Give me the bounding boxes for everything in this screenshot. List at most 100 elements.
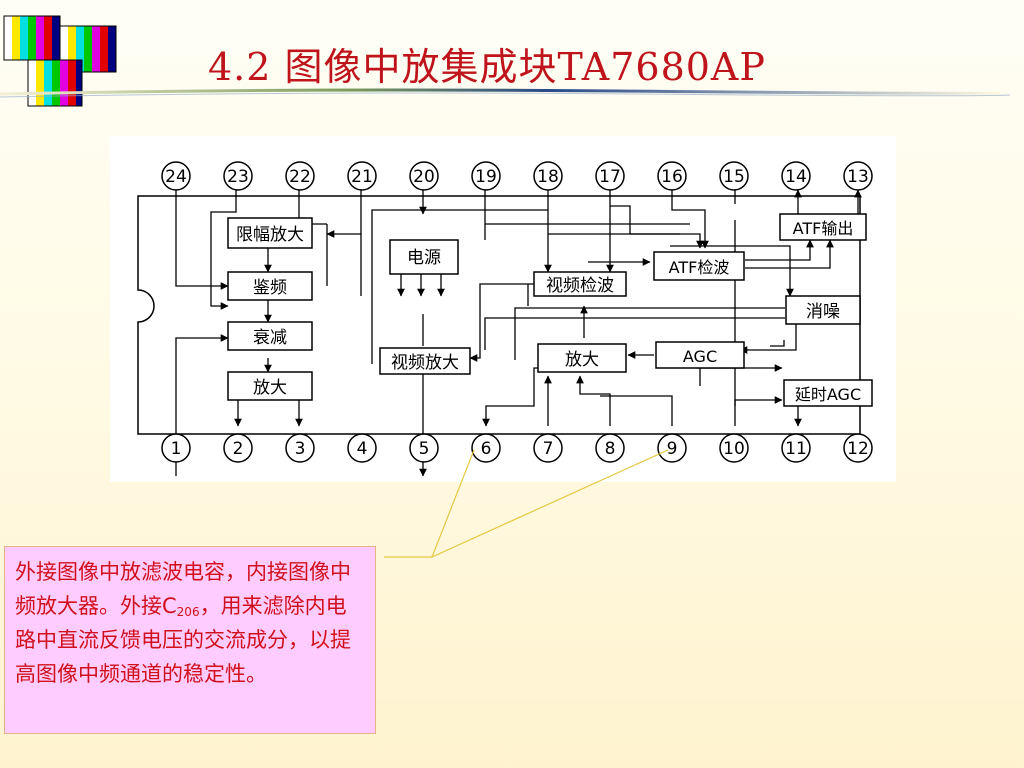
- pin-label: 7: [543, 439, 554, 459]
- noise-cancel-block: 消噪: [785, 295, 861, 325]
- pin-4: 4: [347, 433, 377, 463]
- pin-label: 11: [785, 439, 807, 459]
- pin-circle: [657, 433, 687, 463]
- pin-label: 2: [233, 439, 244, 459]
- pin-circle: [285, 433, 315, 463]
- pin-label: 22: [289, 167, 311, 187]
- power-block: 电源: [389, 239, 459, 275]
- pin-label: 3: [295, 439, 306, 459]
- svg-text:衰减: 衰减: [253, 328, 287, 348]
- svg-text:鉴频: 鉴频: [253, 278, 287, 298]
- pin-circle: [347, 433, 377, 463]
- pin-circle: [223, 161, 253, 191]
- pin-circle: [719, 161, 749, 191]
- pin-circle: [409, 433, 439, 463]
- annotation-note: 外接图像中放滤波电容，内接图像中频放大器。外接C206，用来滤除内电路中直流反馈…: [4, 546, 376, 734]
- pin-circle: [161, 433, 191, 463]
- pin-label: 20: [413, 167, 435, 187]
- pin-19: 19: [471, 161, 501, 191]
- svg-text:放大: 放大: [253, 378, 287, 398]
- pin-label: 21: [351, 167, 373, 187]
- pin-circle: [657, 161, 687, 191]
- pin-18: 18: [533, 161, 563, 191]
- ic-block-diagram: 限幅放大 鉴频 衰减 放大 电源 视频检波 ATF检波 ATF输出: [110, 136, 896, 482]
- amp-block: 放大: [537, 343, 627, 373]
- atf-detector-block: ATF检波: [653, 251, 745, 281]
- pin-label: 23: [227, 167, 249, 187]
- title-underline: [0, 88, 1011, 98]
- pin-circle: [781, 161, 811, 191]
- pin-label: 17: [599, 167, 621, 187]
- pin-circle: [471, 161, 501, 191]
- pin-15: 15: [719, 161, 749, 191]
- pin-9: 9: [657, 433, 687, 463]
- pin-label: 1: [171, 439, 182, 459]
- pin-circle: [471, 433, 501, 463]
- pin-label: 10: [723, 439, 745, 459]
- pin-13: 13: [843, 161, 873, 191]
- video-detector-block: 视频检波: [533, 271, 627, 297]
- color-bar-block-3: [27, 59, 83, 107]
- pin-12: 12: [843, 433, 873, 463]
- pin-10: 10: [719, 433, 749, 463]
- limit-amp-block: 限幅放大: [227, 217, 313, 249]
- pin-label: 18: [537, 167, 559, 187]
- pin-11: 11: [781, 433, 811, 463]
- svg-text:ATF输出: ATF输出: [793, 219, 854, 238]
- pin-circle: [595, 433, 625, 463]
- attenuator-block: 衰减: [227, 321, 313, 351]
- video-amp-block: 视频放大: [379, 347, 471, 375]
- pin-circle: [719, 433, 749, 463]
- slide-title: 4.2 图像中放集成块TA7680AP: [208, 45, 766, 89]
- pin-circle: [285, 161, 315, 191]
- pin-20: 20: [409, 161, 439, 191]
- pin-label: 4: [357, 439, 368, 459]
- pin-label: 9: [667, 439, 678, 459]
- pin-label: 5: [419, 439, 430, 459]
- svg-text:消噪: 消噪: [806, 302, 840, 322]
- pin-16: 16: [657, 161, 687, 191]
- pin-circle: [843, 161, 873, 191]
- pin-21: 21: [347, 161, 377, 191]
- pin-2: 2: [223, 433, 253, 463]
- svg-text:限幅放大: 限幅放大: [236, 225, 304, 245]
- signal-wiring: [175, 189, 862, 477]
- pin-circle: [533, 161, 563, 191]
- pin-circle: [223, 433, 253, 463]
- svg-text:电源: 电源: [407, 248, 441, 268]
- pin-label: 12: [847, 439, 869, 459]
- pin-22: 22: [285, 161, 315, 191]
- agc-block: AGC: [655, 341, 745, 369]
- pin-circle: [533, 433, 563, 463]
- pin-label: 13: [847, 167, 869, 187]
- discriminator-block: 鉴频: [227, 271, 313, 301]
- pin-7: 7: [533, 433, 563, 463]
- color-bar-block-1: [3, 15, 61, 61]
- svg-text:视频放大: 视频放大: [391, 353, 459, 373]
- pin-circle: [595, 161, 625, 191]
- svg-text:AGC: AGC: [683, 347, 717, 366]
- pin-17: 17: [595, 161, 625, 191]
- pin-6: 6: [471, 433, 501, 463]
- svg-text:延时AGC: 延时AGC: [795, 385, 861, 404]
- audio-amp-block: 放大: [227, 371, 313, 401]
- pin-circle: [409, 161, 439, 191]
- pin-circle: [347, 161, 377, 191]
- note-subscript: 206: [176, 605, 200, 619]
- pin-label: 24: [165, 167, 187, 187]
- color-bar-logo: [3, 15, 117, 107]
- pin-circle: [843, 433, 873, 463]
- color-bar-block-2: [59, 25, 117, 73]
- note-text-part-2: ，用来滤除内电路中直流反馈电压的交流成分，以提高图像中频通道的稳定性。: [15, 594, 351, 686]
- pin-label: 16: [661, 167, 683, 187]
- atf-output-block: ATF输出: [779, 213, 867, 241]
- pin-circle: [781, 433, 811, 463]
- pin-1: 1: [161, 433, 191, 463]
- pin-24: 24: [161, 161, 191, 191]
- pin-8: 8: [595, 433, 625, 463]
- pin-label: 19: [475, 167, 497, 187]
- note-text-part-1: 外接图像中放滤波电容，内接图像中频放大器。外接C: [15, 560, 351, 618]
- pin-3: 3: [285, 433, 315, 463]
